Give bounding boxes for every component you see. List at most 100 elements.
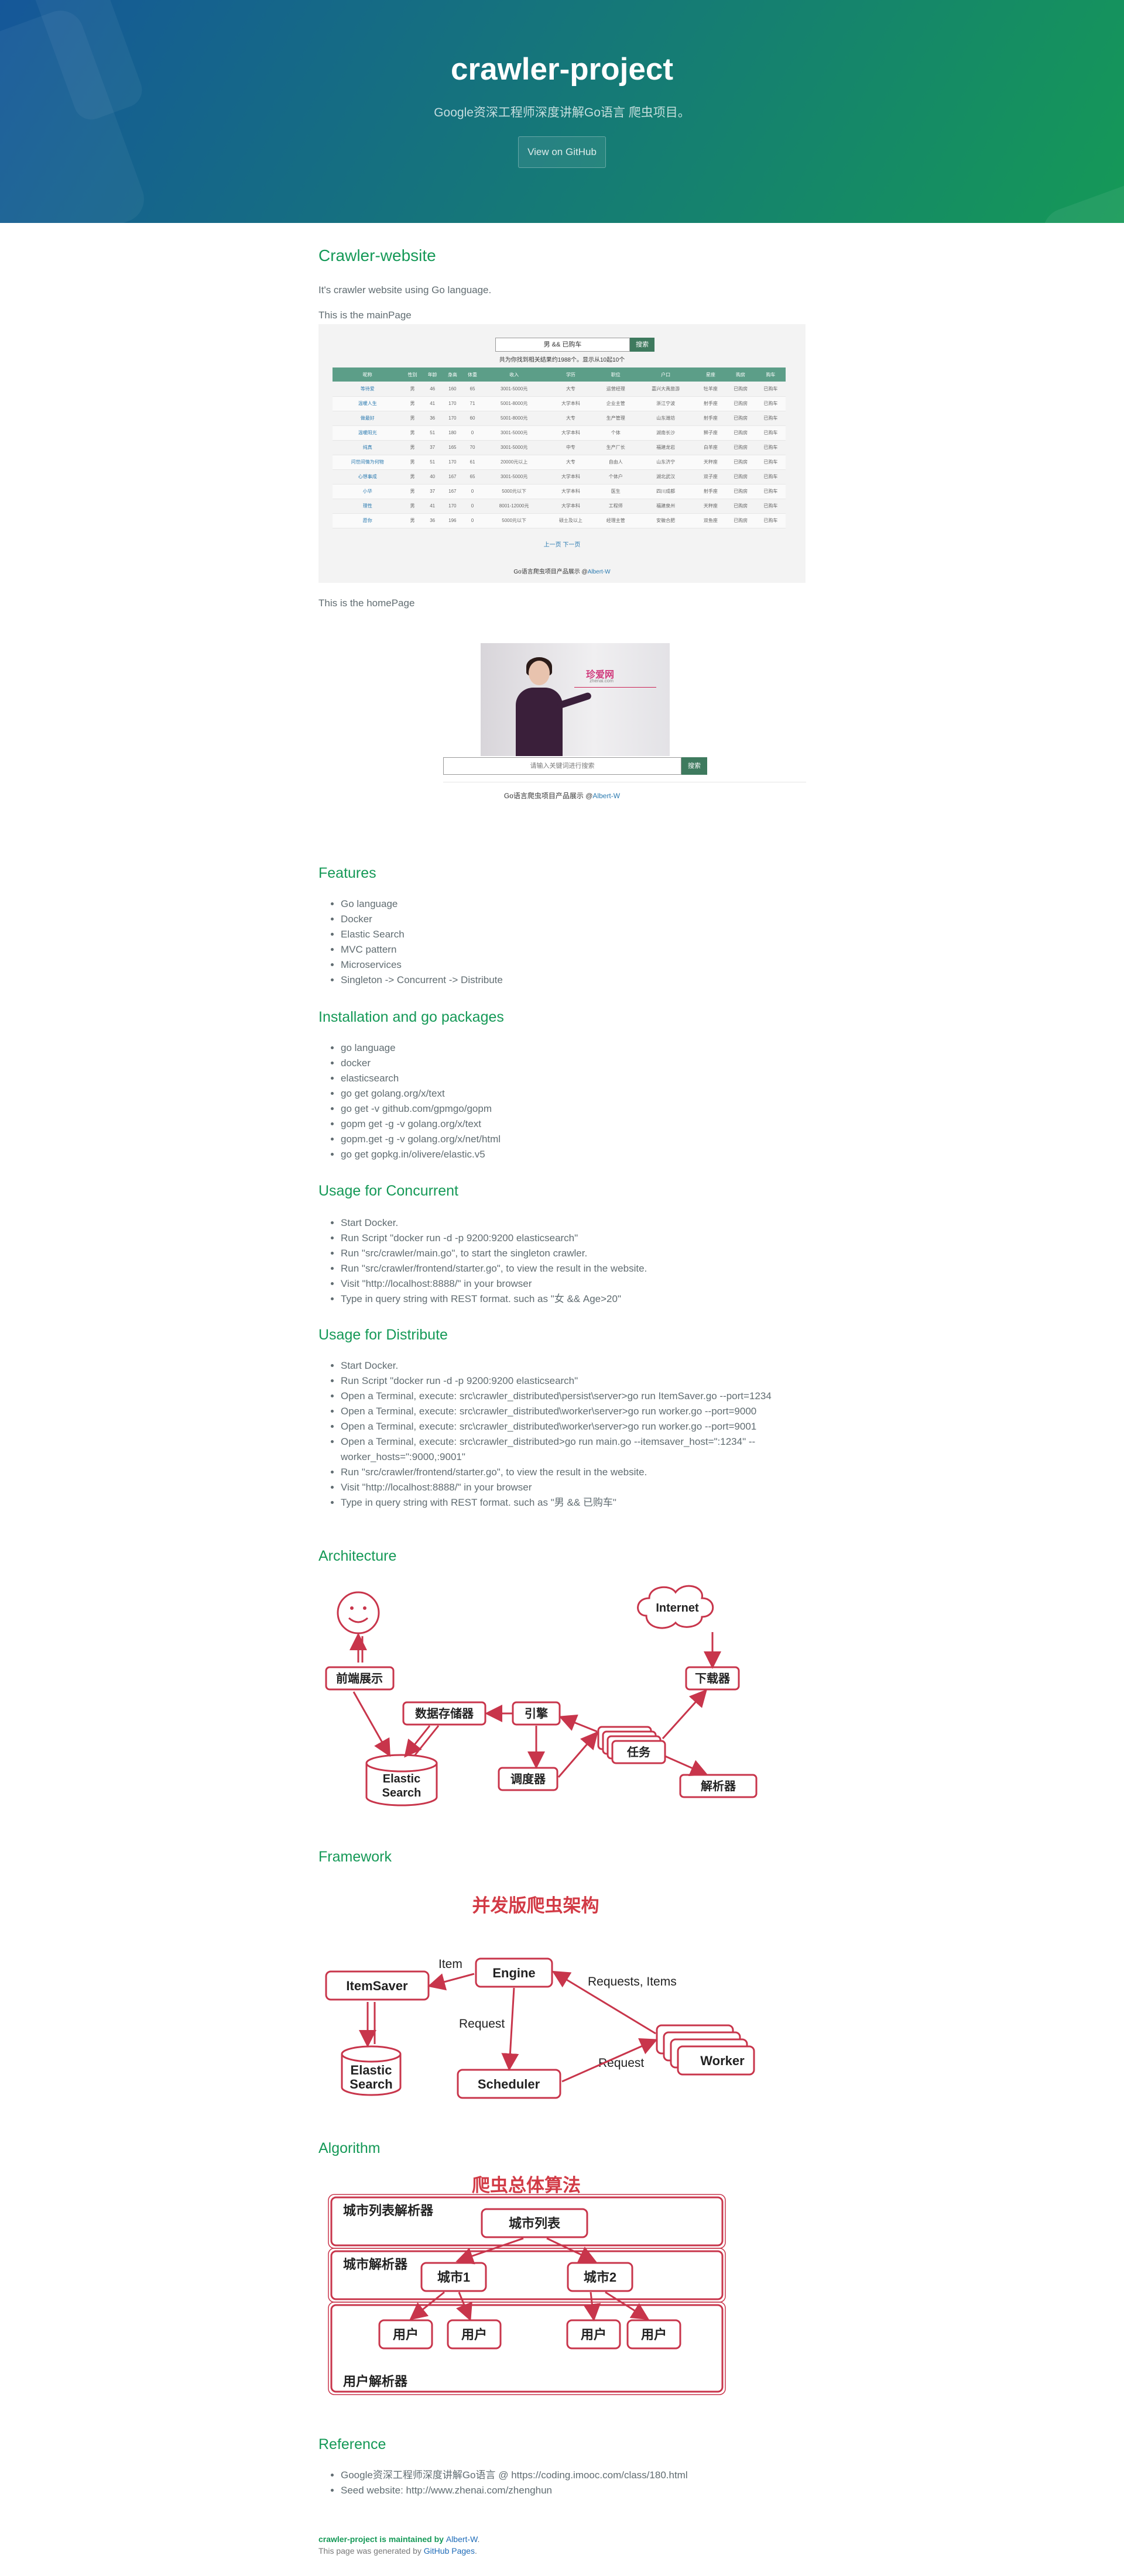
table-cell[interactable]: 心想事成: [333, 469, 403, 485]
scheduler-fw-label: Scheduler: [478, 2077, 540, 2091]
zhenai-logo-sub: zhenai.com: [590, 678, 614, 684]
search-fw-label: Search: [349, 2077, 392, 2091]
table-cell: 大学本科: [546, 396, 596, 411]
table-header: 星座: [695, 367, 726, 382]
mainpage-footer-text: Go语言爬虫项目产品展示 @: [513, 569, 588, 575]
table-header: 身高: [442, 367, 462, 382]
elastic-label: Elastic: [383, 1773, 420, 1785]
list-item: go get golang.org/x/text: [341, 1086, 809, 1101]
homepage-footer-link: Albert-W: [592, 792, 621, 800]
table-cell: 男: [402, 469, 423, 485]
table-cell: 男: [402, 513, 423, 528]
table-cell: 男: [402, 425, 423, 441]
table-cell: 65: [462, 382, 483, 397]
citylist-parser-label: 城市列表解析器: [343, 2203, 434, 2218]
list-item: Elastic Search: [341, 927, 809, 942]
view-on-github-button[interactable]: View on GitHub: [518, 136, 606, 168]
list-item: Run "src/crawler/frontend/starter.go", t…: [341, 1261, 809, 1276]
table-cell: 射手座: [695, 396, 726, 411]
table-cell[interactable]: 等待爱: [333, 382, 403, 397]
table-cell: 男: [402, 411, 423, 426]
table-cell: 已购车: [755, 469, 786, 485]
table-cell: 已购房: [725, 513, 756, 528]
table-cell: 大专: [546, 411, 596, 426]
homepage-screenshot: 珍爱网 zhenai.com 请输入关键词进行搜索 搜索 Go语言爬虫项目产品展…: [318, 633, 806, 820]
city1-label: 城市1: [437, 2270, 470, 2285]
table-cell: 51: [422, 425, 443, 441]
table-cell: 大学本科: [546, 499, 596, 514]
table-cell: 山东济宁: [635, 455, 696, 470]
footer-github-pages-link[interactable]: GitHub Pages: [423, 2546, 475, 2556]
banner-line: [574, 687, 656, 688]
datastore-label: 数据存储器: [415, 1706, 474, 1720]
list-item: gopm get -g -v golang.org/x/text: [341, 1117, 809, 1132]
internet-cloud: Internet: [637, 1585, 714, 1629]
table-cell[interactable]: 温暖阳光: [333, 425, 403, 441]
list-item: Seed website: http://www.zhenai.com/zhen…: [341, 2483, 809, 2498]
table-cell: 男: [402, 499, 423, 514]
table-cell: 0: [462, 513, 483, 528]
list-item: Run Script "docker run -d -p 9200:9200 e…: [341, 1373, 809, 1389]
usage-distribute-list: Start Docker.Run Script "docker run -d -…: [341, 1358, 809, 1510]
table-cell: 60: [462, 411, 483, 426]
footer-project-link[interactable]: crawler-project: [318, 2534, 378, 2544]
table-cell: 已购房: [725, 499, 756, 514]
table-header: 昵称: [333, 367, 403, 382]
user-label-1: 用户: [393, 2327, 419, 2342]
table-cell: 5000元以下: [482, 513, 546, 528]
task-label: 任务: [626, 1745, 651, 1759]
table-cell[interactable]: 小华: [333, 484, 403, 499]
homepage-footer: Go语言爬虫项目产品展示 @Albert-W: [318, 791, 806, 801]
table-cell: 个体: [595, 425, 636, 441]
mainpage-label: This is the mainPage: [318, 310, 412, 321]
table-header: 学历: [546, 367, 596, 382]
homepage-footer-text: Go语言爬虫项目产品展示 @: [503, 792, 593, 800]
table-cell[interactable]: 问世间情为何物: [333, 455, 403, 470]
table-cell[interactable]: 温暖人生: [333, 396, 403, 411]
table-cell: 41: [422, 499, 443, 514]
worker-label: Worker: [700, 2053, 745, 2068]
mainpage-footer-link: Albert-W: [587, 569, 611, 575]
table-cell[interactable]: 做最好: [333, 411, 403, 426]
list-item: Google资深工程师深度讲解Go语言 @ https://coding.imo…: [341, 2468, 809, 2483]
table-cell: 男: [402, 382, 423, 397]
mainpage-search-input: 男 && 已购车: [495, 338, 630, 352]
table-cell: 大学本科: [546, 425, 596, 441]
table-cell: 170: [442, 411, 462, 426]
list-item: Open a Terminal, execute: src\crawler_di…: [341, 1389, 809, 1404]
table-cell: 双鱼座: [695, 513, 726, 528]
table-cell: 双子座: [695, 469, 726, 485]
architecture-diagram: Internet 前端展示 下载器 数据存储器 引擎 调度器 解析器 任务 El…: [325, 1585, 758, 1806]
installation-list: go languagedockerelasticsearchgo get gol…: [341, 1040, 809, 1162]
decor-shape: [1036, 177, 1124, 223]
list-item: Start Docker.: [341, 1215, 809, 1231]
footer-author-link[interactable]: Albert-W: [446, 2534, 478, 2544]
table-cell[interactable]: 理性: [333, 499, 403, 514]
table-cell: 20000元以上: [482, 455, 546, 470]
list-item: Open a Terminal, execute: src\crawler_di…: [341, 1419, 809, 1434]
reference-list: Google资深工程师深度讲解Go语言 @ https://coding.imo…: [341, 2468, 809, 2498]
table-cell: 61: [462, 455, 483, 470]
pager-links: 上一页 下一页: [543, 542, 581, 548]
user-label-3: 用户: [581, 2327, 606, 2342]
table-cell: 白羊座: [695, 440, 726, 455]
list-item: gopm.get -g -v golang.org/x/net/html: [341, 1132, 809, 1147]
table-cell: 射手座: [695, 411, 726, 426]
user-label-4: 用户: [641, 2327, 667, 2342]
table-cell: 170: [442, 396, 462, 411]
table-cell[interactable]: 纯真: [333, 440, 403, 455]
table-header: 年龄: [422, 367, 443, 382]
table-cell: 男: [402, 396, 423, 411]
heading-crawler-website: Crawler-website: [318, 246, 436, 265]
table-cell: 大学本科: [546, 469, 596, 485]
table-cell: 0: [462, 499, 483, 514]
table-cell[interactable]: 愿你: [333, 513, 403, 528]
list-item: Go language: [341, 897, 809, 912]
usage-concurrent-list: Start Docker.Run Script "docker run -d -…: [341, 1215, 809, 1307]
